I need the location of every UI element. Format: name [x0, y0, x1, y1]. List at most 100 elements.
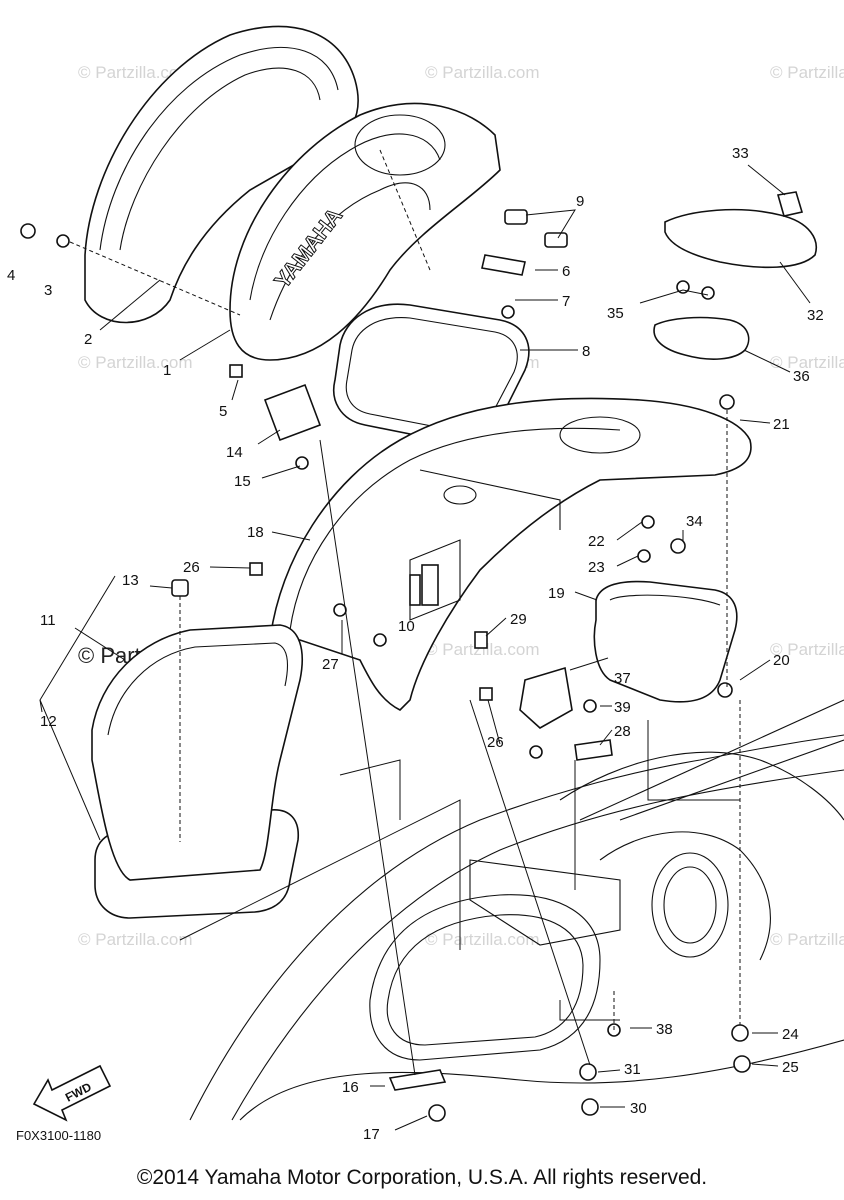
- part-36-pad[interactable]: [653, 316, 750, 360]
- callout-9[interactable]: 9: [576, 193, 584, 210]
- part-26-clip[interactable]: [249, 562, 263, 576]
- part-18-storage-tray[interactable]: [269, 397, 752, 711]
- part-14-bracket[interactable]: [263, 383, 322, 442]
- fwd-arrow-icon: [32, 1064, 112, 1122]
- callout-29[interactable]: 29: [510, 611, 527, 628]
- part-2-cover[interactable]: [84, 25, 359, 324]
- callout-24[interactable]: 24: [782, 1026, 799, 1043]
- part-11-storage-bin[interactable]: [91, 624, 303, 881]
- part-23-washer[interactable]: [637, 549, 651, 563]
- callout-31[interactable]: 31: [624, 1061, 641, 1078]
- callout-34[interactable]: 34: [686, 513, 703, 530]
- diagram-code: F0X3100-1180: [16, 1128, 102, 1143]
- part-25-nut[interactable]: [733, 1055, 751, 1073]
- callout-12[interactable]: 12: [40, 713, 57, 730]
- callout-11[interactable]: 11: [40, 612, 56, 629]
- callout-10[interactable]: 10: [398, 618, 415, 635]
- part-38-bolt[interactable]: [529, 745, 543, 759]
- part-10-strip[interactable]: [421, 564, 439, 606]
- callout-32[interactable]: 32: [807, 307, 824, 324]
- part-31-washer[interactable]: [579, 1063, 597, 1081]
- callout-36[interactable]: 36: [793, 368, 810, 385]
- callout-35[interactable]: 35: [607, 305, 624, 322]
- callout-1[interactable]: 1: [163, 362, 171, 379]
- watermark: © Partzilla.com: [78, 63, 193, 82]
- watermark: © Partzilla.com: [770, 63, 844, 82]
- callout-3[interactable]: 3: [44, 282, 52, 299]
- part-8-gasket[interactable]: [333, 303, 530, 443]
- part-4-bolt[interactable]: [20, 223, 36, 239]
- hull-deck: [189, 699, 844, 1121]
- callout-27[interactable]: 27: [322, 656, 339, 673]
- callout-8[interactable]: 8: [582, 343, 590, 360]
- part-35-bolt[interactable]: [701, 286, 715, 300]
- part-28-bracket[interactable]: [574, 739, 613, 761]
- copyright-notice: ©2014 Yamaha Motor Corporation, U.S.A. A…: [136, 1166, 708, 1189]
- part-3-washer[interactable]: [56, 234, 70, 248]
- part-22-screw[interactable]: [641, 515, 655, 529]
- callout-22[interactable]: 22: [588, 533, 605, 550]
- callout-13[interactable]: 13: [122, 572, 139, 589]
- part-33-clip[interactable]: [776, 191, 804, 217]
- callout-28[interactable]: 28: [614, 723, 631, 740]
- part-9-pad[interactable]: [504, 209, 528, 225]
- part-35-bolt[interactable]: [676, 280, 690, 294]
- assembly-lines: [69, 149, 741, 1076]
- callout-33[interactable]: 33: [732, 145, 749, 162]
- callout-15[interactable]: 15: [234, 473, 251, 490]
- watermark: © Partzilla.com: [770, 640, 844, 659]
- part-17-nut[interactable]: [428, 1104, 446, 1122]
- part-6-bracket[interactable]: [481, 254, 526, 276]
- callout-18[interactable]: 18: [247, 524, 264, 541]
- part-37-latch[interactable]: [519, 666, 573, 729]
- part-32-lid[interactable]: [664, 208, 817, 269]
- part-5-nut[interactable]: [229, 364, 243, 378]
- part-27-screw[interactable]: [333, 603, 347, 617]
- leader-lines: [39, 164, 811, 1131]
- watermark: © Partzilla.com: [425, 930, 540, 949]
- part-10-strip[interactable]: [409, 574, 421, 606]
- watermark: © Partzilla.com: [78, 930, 193, 949]
- part-39-nut[interactable]: [583, 699, 597, 713]
- callout-17[interactable]: 17: [363, 1126, 380, 1143]
- callout-38[interactable]: 38: [656, 1021, 673, 1038]
- fwd-arrow: FWD: [32, 1064, 112, 1122]
- callout-19[interactable]: 19: [548, 585, 565, 602]
- callout-30[interactable]: 30: [630, 1100, 647, 1117]
- callouts: 1 2 3 4 5 6 7 8 9 10 11 12 13 14 15 16 1…: [7, 145, 824, 1143]
- callout-25[interactable]: 25: [782, 1059, 799, 1076]
- callout-5[interactable]: 5: [219, 403, 227, 420]
- part-13-grommet[interactable]: [171, 579, 189, 597]
- callout-2[interactable]: 2: [84, 331, 92, 348]
- part-29-clip[interactable]: [474, 631, 488, 649]
- hardware: [20, 223, 751, 1122]
- part-20-grommet[interactable]: [717, 682, 733, 698]
- part-30-nut[interactable]: [581, 1098, 599, 1116]
- part-26-clip[interactable]: [479, 687, 493, 701]
- watermark: © Partzilla.com: [770, 930, 844, 949]
- callout-6[interactable]: 6: [562, 263, 570, 280]
- callout-23[interactable]: 23: [588, 559, 605, 576]
- callout-21[interactable]: 21: [773, 416, 790, 433]
- callout-26[interactable]: 26: [183, 559, 200, 576]
- callout-4[interactable]: 4: [7, 267, 15, 284]
- callout-14[interactable]: 14: [226, 444, 243, 461]
- part-27-screw[interactable]: [373, 633, 387, 647]
- callout-26[interactable]: 26: [487, 734, 504, 751]
- callout-7[interactable]: 7: [562, 293, 570, 310]
- callout-16[interactable]: 16: [342, 1079, 359, 1096]
- part-9-pad[interactable]: [544, 232, 568, 248]
- part-16-plate[interactable]: [388, 1069, 447, 1091]
- part-1-inner-cover[interactable]: [229, 102, 501, 361]
- part-34-plug[interactable]: [670, 538, 686, 554]
- callout-39[interactable]: 39: [614, 699, 631, 716]
- callout-37[interactable]: 37: [614, 670, 631, 687]
- watermark: © Partzilla.com: [770, 353, 844, 372]
- watermark: © Partzilla.com: [78, 353, 193, 372]
- part-24-washer[interactable]: [731, 1024, 749, 1042]
- part-7-screw[interactable]: [501, 305, 515, 319]
- part-21-screw[interactable]: [719, 394, 735, 410]
- callout-20[interactable]: 20: [773, 652, 790, 669]
- part-19-glove-box[interactable]: [593, 580, 738, 703]
